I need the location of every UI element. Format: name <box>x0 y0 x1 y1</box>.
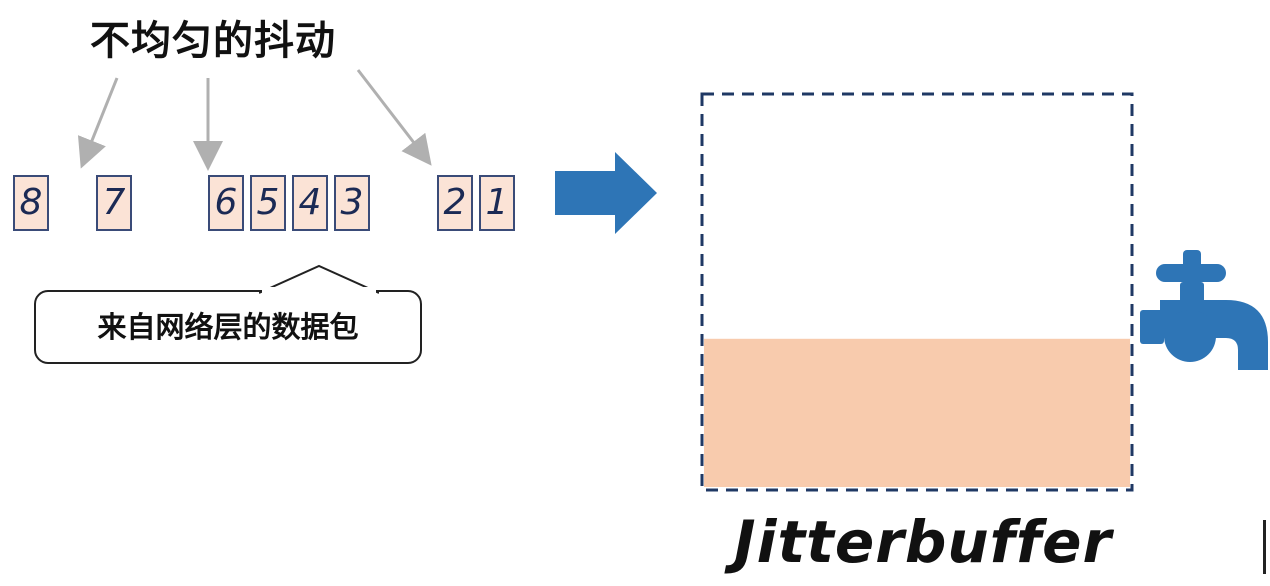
jitterbuffer-label: Jitterbuffer <box>734 508 1113 576</box>
pointer-arrow <box>77 77 119 169</box>
packet-2: 2 <box>437 175 473 231</box>
caption-notch-mask <box>262 287 376 293</box>
packet-1: 1 <box>479 175 515 231</box>
packet-5: 5 <box>250 175 286 231</box>
packet-4: 4 <box>292 175 328 231</box>
buffer-fill <box>704 338 1130 487</box>
jitter-title: 不均匀的抖动 <box>90 18 336 64</box>
packet-3: 3 <box>334 175 370 231</box>
packet-7: 7 <box>96 175 132 231</box>
edge-mark <box>1263 520 1266 574</box>
right-arrow-icon <box>555 152 657 234</box>
packet-6: 6 <box>208 175 244 231</box>
jitter-buffer <box>700 92 1134 492</box>
caption-pointer <box>259 264 379 294</box>
water-tap-icon <box>1140 250 1268 370</box>
packet-8: 8 <box>13 175 49 231</box>
caption-box: 来自网络层的数据包 <box>34 290 422 364</box>
pointer-arrow <box>356 69 432 166</box>
